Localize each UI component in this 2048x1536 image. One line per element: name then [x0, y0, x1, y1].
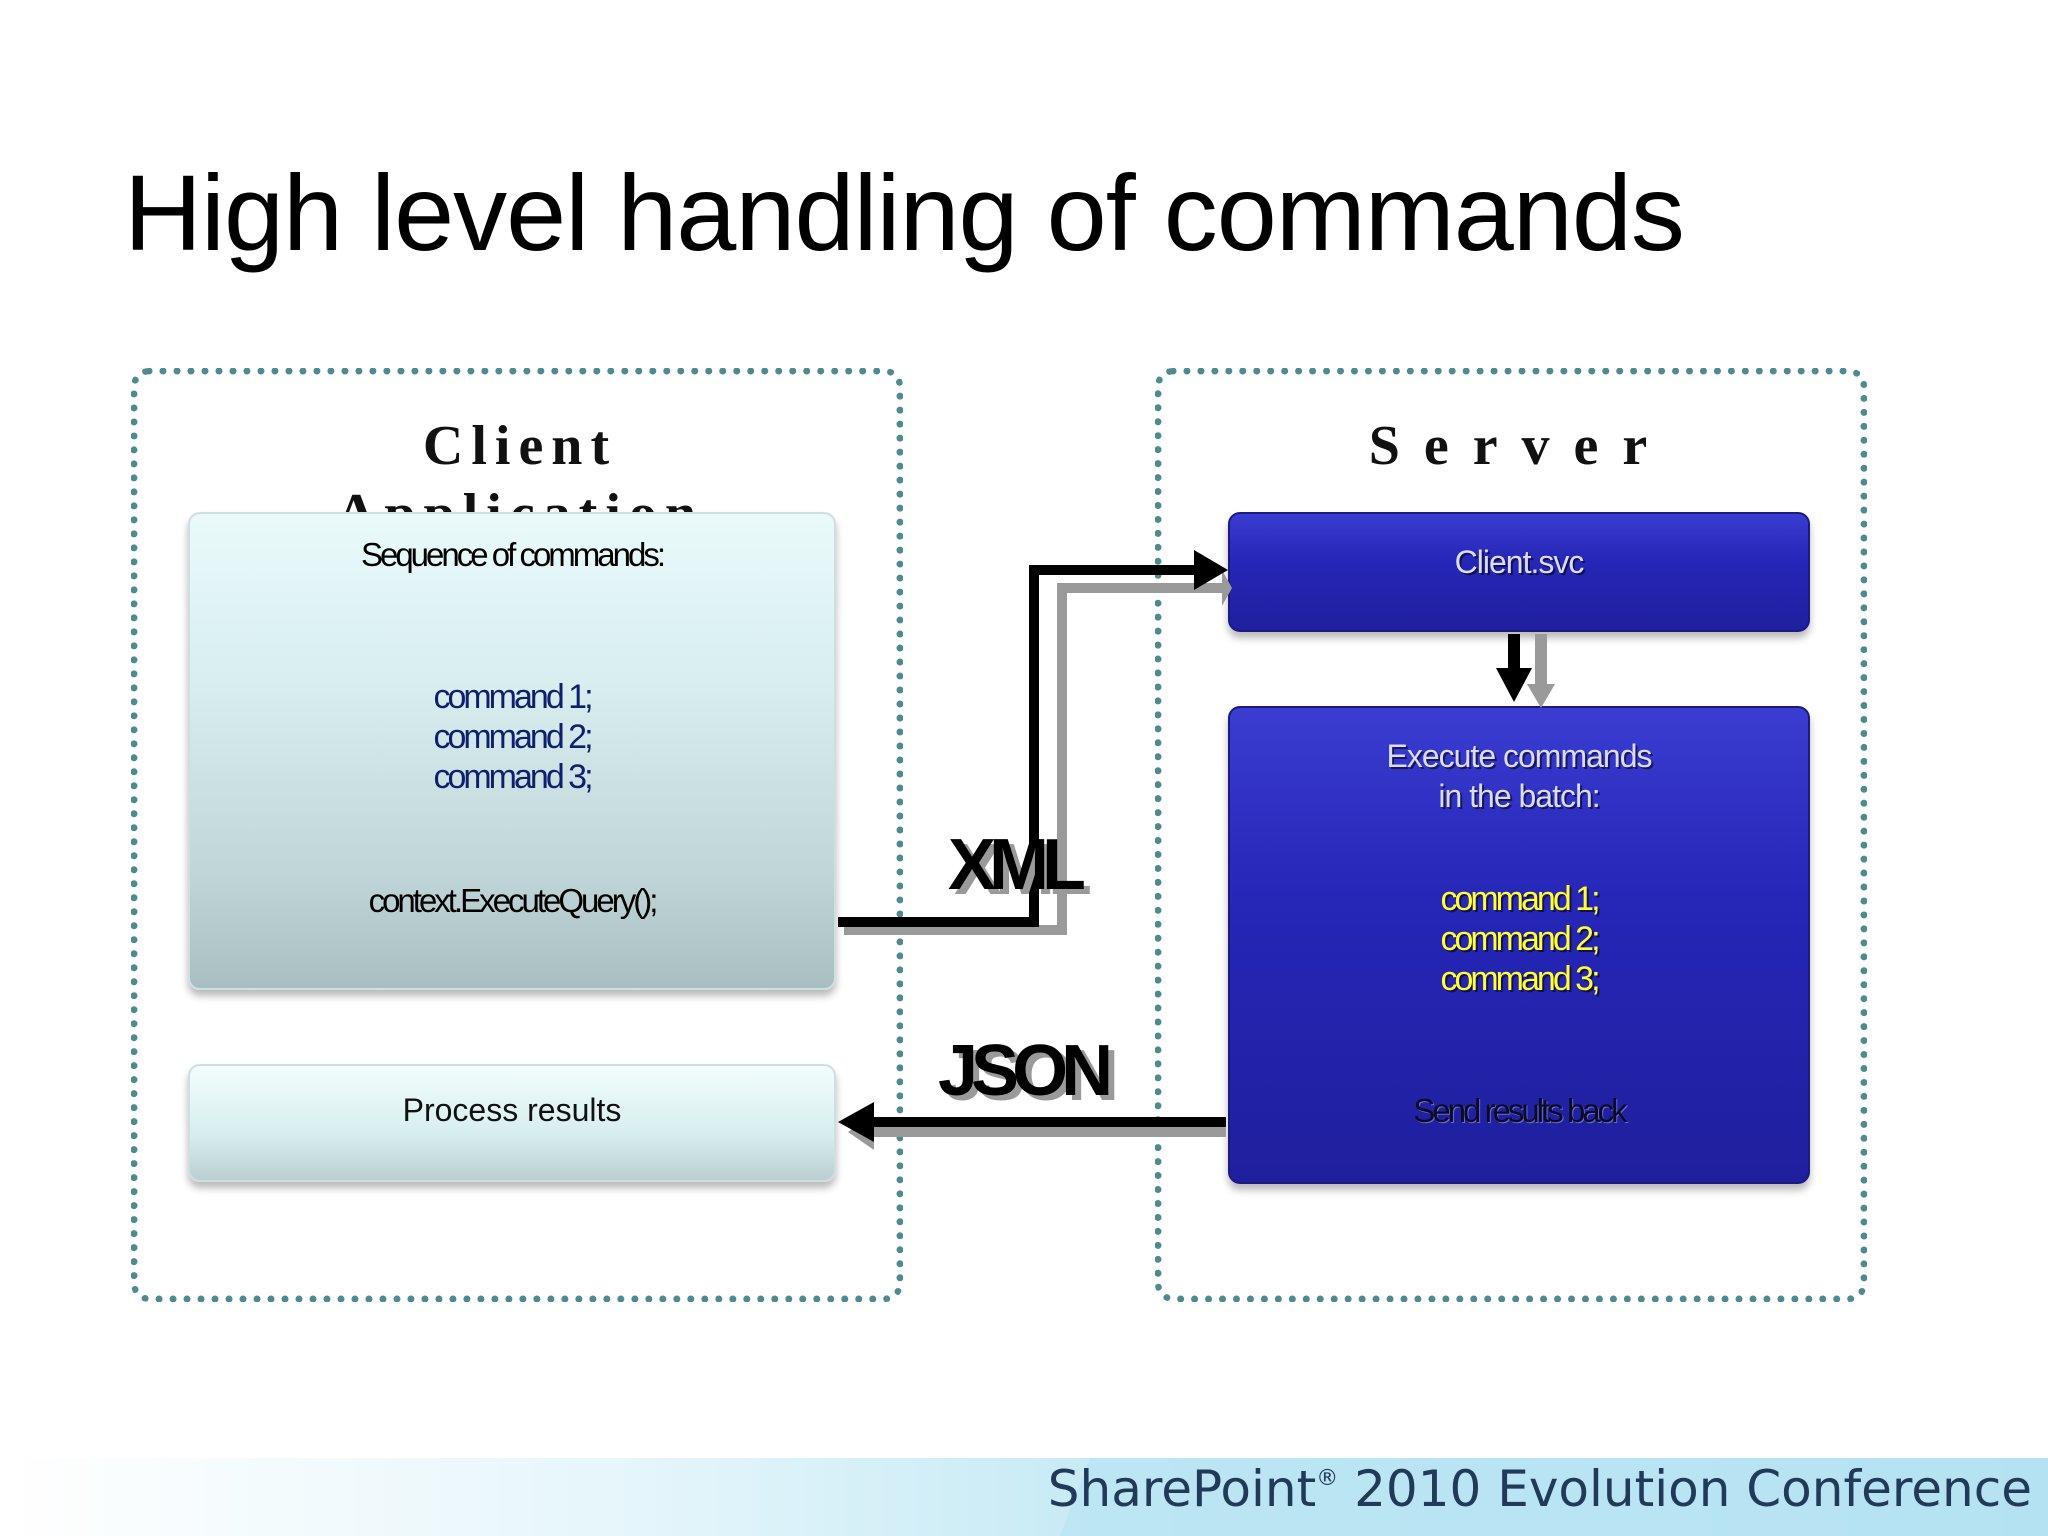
execute-batch-box: Execute commands in the batch: command 1…	[1228, 706, 1810, 1184]
client-command-2: command 2;	[433, 718, 593, 756]
client-region	[131, 368, 903, 1302]
xml-label: XML	[948, 825, 1086, 905]
execute-heading-line-2: in the batch:	[1438, 778, 1600, 814]
server-command-3: command 3;	[1440, 960, 1600, 998]
footer-brand: SharePoint	[1047, 1460, 1317, 1518]
json-label: JSON	[938, 1031, 1113, 1111]
process-results-label: Process results	[402, 1092, 622, 1128]
command-sequence-box: Sequence of commands: command 1; command…	[188, 512, 836, 990]
sequence-heading: Sequence of commands:	[360, 536, 666, 573]
server-command-1: command 1;	[1440, 880, 1600, 918]
server-down-arrow-head	[1496, 668, 1532, 702]
footer-conference-title: SharePoint® 2010 Evolution Conference	[1048, 1460, 2032, 1518]
slide-title: High level handling of commands	[124, 152, 1685, 273]
client-svc-box: Client.svc	[1228, 512, 1810, 632]
client-command-3: command 3;	[433, 758, 593, 796]
process-results-box: Process results	[188, 1064, 836, 1182]
request-arrow-shadow	[844, 583, 1222, 935]
footer-event: 2010 Evolution Conference	[1354, 1460, 2032, 1518]
execute-query-call: context.ExecuteQuery();	[368, 882, 659, 919]
request-arrow	[838, 565, 1196, 927]
footer-mark: ®	[1316, 1466, 1339, 1491]
request-arrow-shadow-head	[1222, 570, 1232, 606]
server-command-2: command 2;	[1440, 920, 1600, 958]
response-arrow-head	[838, 1102, 874, 1142]
send-results-back-label: Send results back	[1413, 1092, 1627, 1129]
request-arrow-head	[1194, 550, 1228, 590]
client-svc-label: Client.svc	[1454, 544, 1585, 580]
execute-heading-line-1: Execute commands	[1386, 738, 1652, 774]
server-region	[1155, 368, 1867, 1302]
server-region-title: Server	[1368, 415, 1672, 477]
server-down-arrow-shadow-head	[1527, 684, 1555, 708]
client-command-1: command 1;	[433, 678, 593, 716]
